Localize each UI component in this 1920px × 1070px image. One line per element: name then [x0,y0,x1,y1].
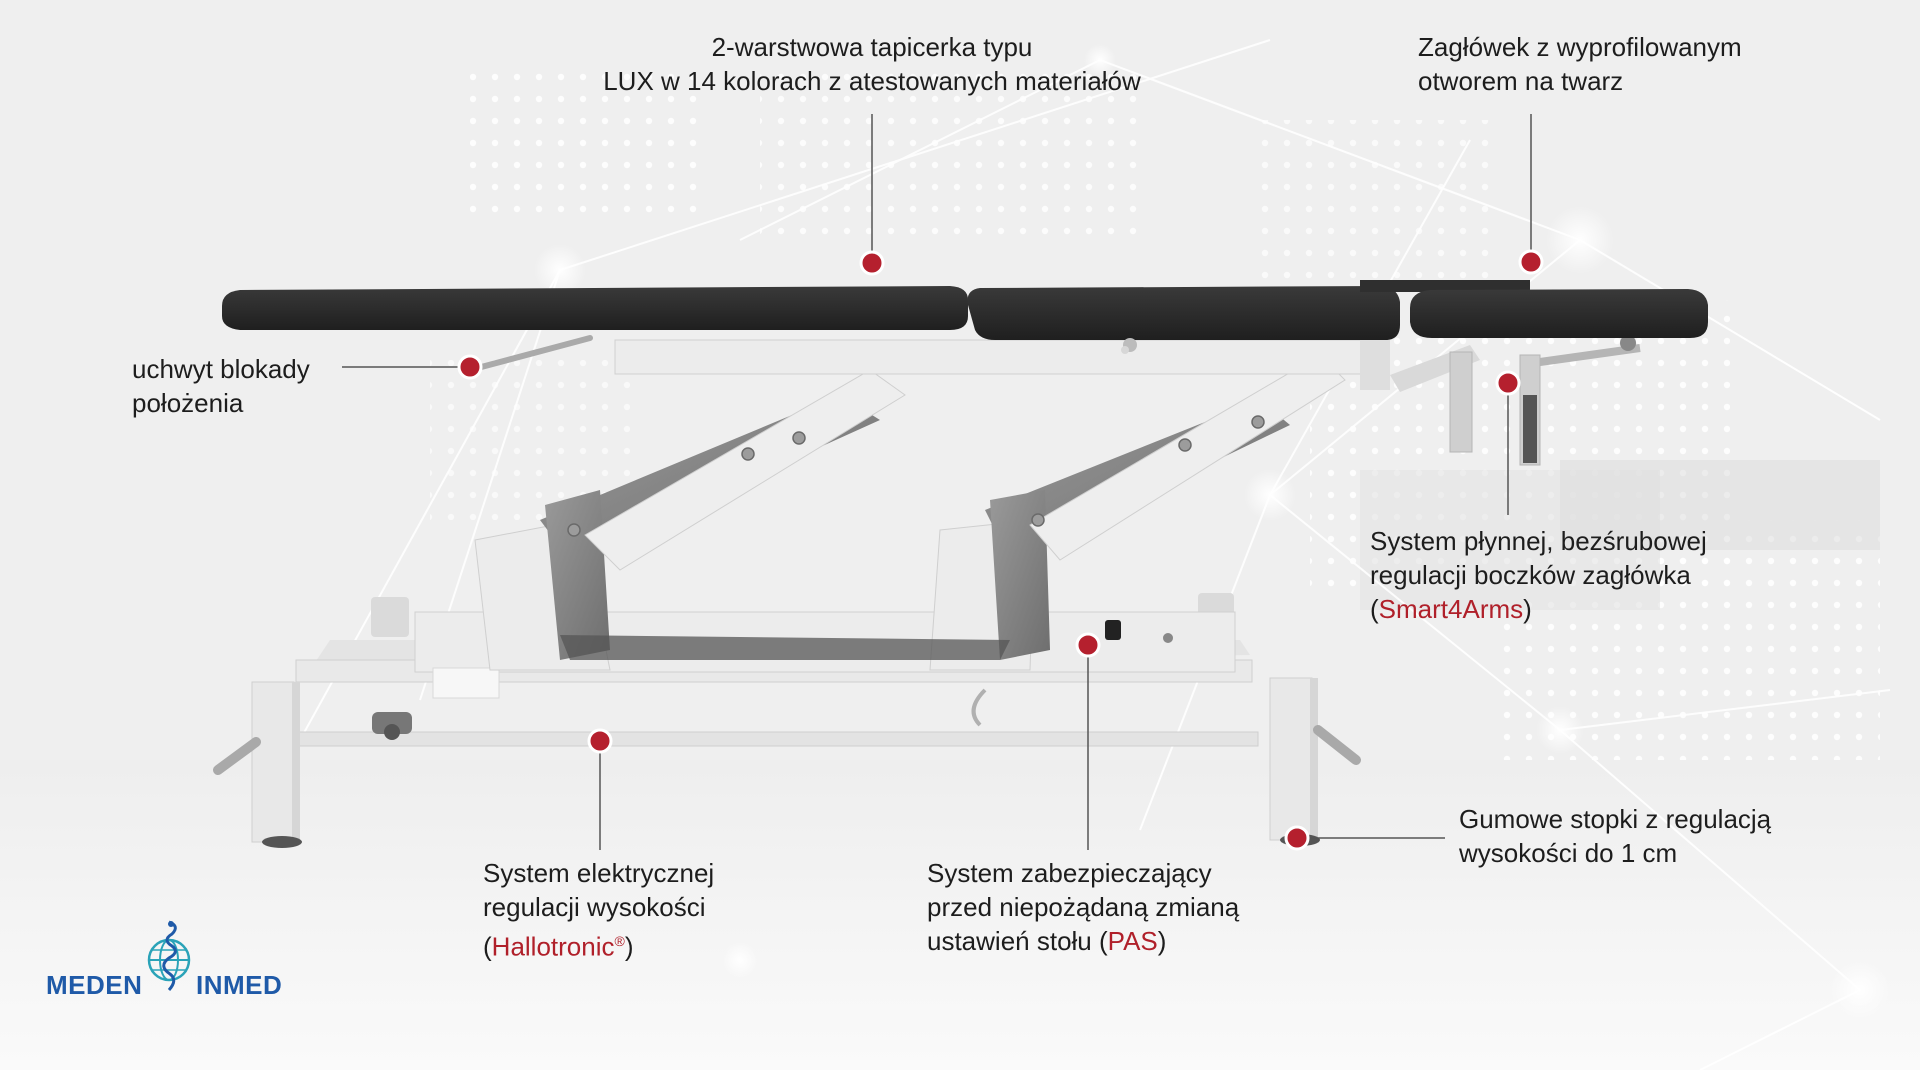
logo-text-inmed: INMED [196,970,283,1000]
logo-text-meden: MEDEN [46,970,143,1000]
callout-feet-line1: Gumowe stopki z regulacją [1459,804,1772,834]
callout-side-arms-line3: (Smart4Arms) [1370,594,1532,624]
callout-headrest-line1: Zagłówek z wyprofilowanym [1418,32,1742,62]
callout-upholstery-line2-text: LUX w 14 kolorach z atestowanych materia… [603,66,1141,96]
callout-feet: Gumowe stopki z regulacją wysokości do 1… [1459,802,1771,870]
globe-serpent-icon [147,920,191,992]
hallotronic-brand: Hallotronic [491,931,615,962]
callout-side-arms-line1: System płynnej, bezśrubowej [1370,526,1707,556]
callout-electric-line3: (Hallotronic®) [483,931,634,962]
callout-feet-line2: wysokości do 1 cm [1459,838,1678,868]
callout-lock-handle: uchwyt blokady położenia [132,352,310,420]
callout-safety-line3: ustawień stołu (PAS) [927,926,1167,956]
callout-lock-handle-line2: położenia [132,388,244,418]
callout-headrest-line2: otworem na twarz [1418,66,1624,96]
callout-upholstery-line1-text: 2-warstwowa tapicerka typu [711,32,1033,62]
callout-electric-line2: regulacji wysokości [483,892,706,922]
meden-inmed-logo: MEDEN INMED [46,918,286,1008]
callout-upholstery-text: 2-warstwowa tapicerka typu LUX w 14 kolo… [586,30,1158,98]
callout-electric: System elektrycznej regulacji wysokości … [483,856,714,964]
callout-lock-handle-line1: uchwyt blokady [132,354,310,384]
callout-side-arms-line2: regulacji boczków zagłówka [1370,560,1691,590]
smart4arms-brand: Smart4Arms [1378,594,1524,624]
callout-side-arms: System płynnej, bezśrubowej regulacji bo… [1370,524,1707,626]
callout-electric-line1: System elektrycznej [483,858,715,888]
callout-safety-line1: System zabezpieczający [927,858,1212,888]
callout-safety-line2: przed niepożądaną zmianą [927,892,1240,922]
registered-mark: ® [614,933,625,949]
pas-brand: PAS [1107,926,1158,956]
callout-headrest: Zagłówek z wyprofilowanym otworem na twa… [1418,30,1742,98]
callout-safety: System zabezpieczający przed niepożądaną… [927,856,1239,958]
